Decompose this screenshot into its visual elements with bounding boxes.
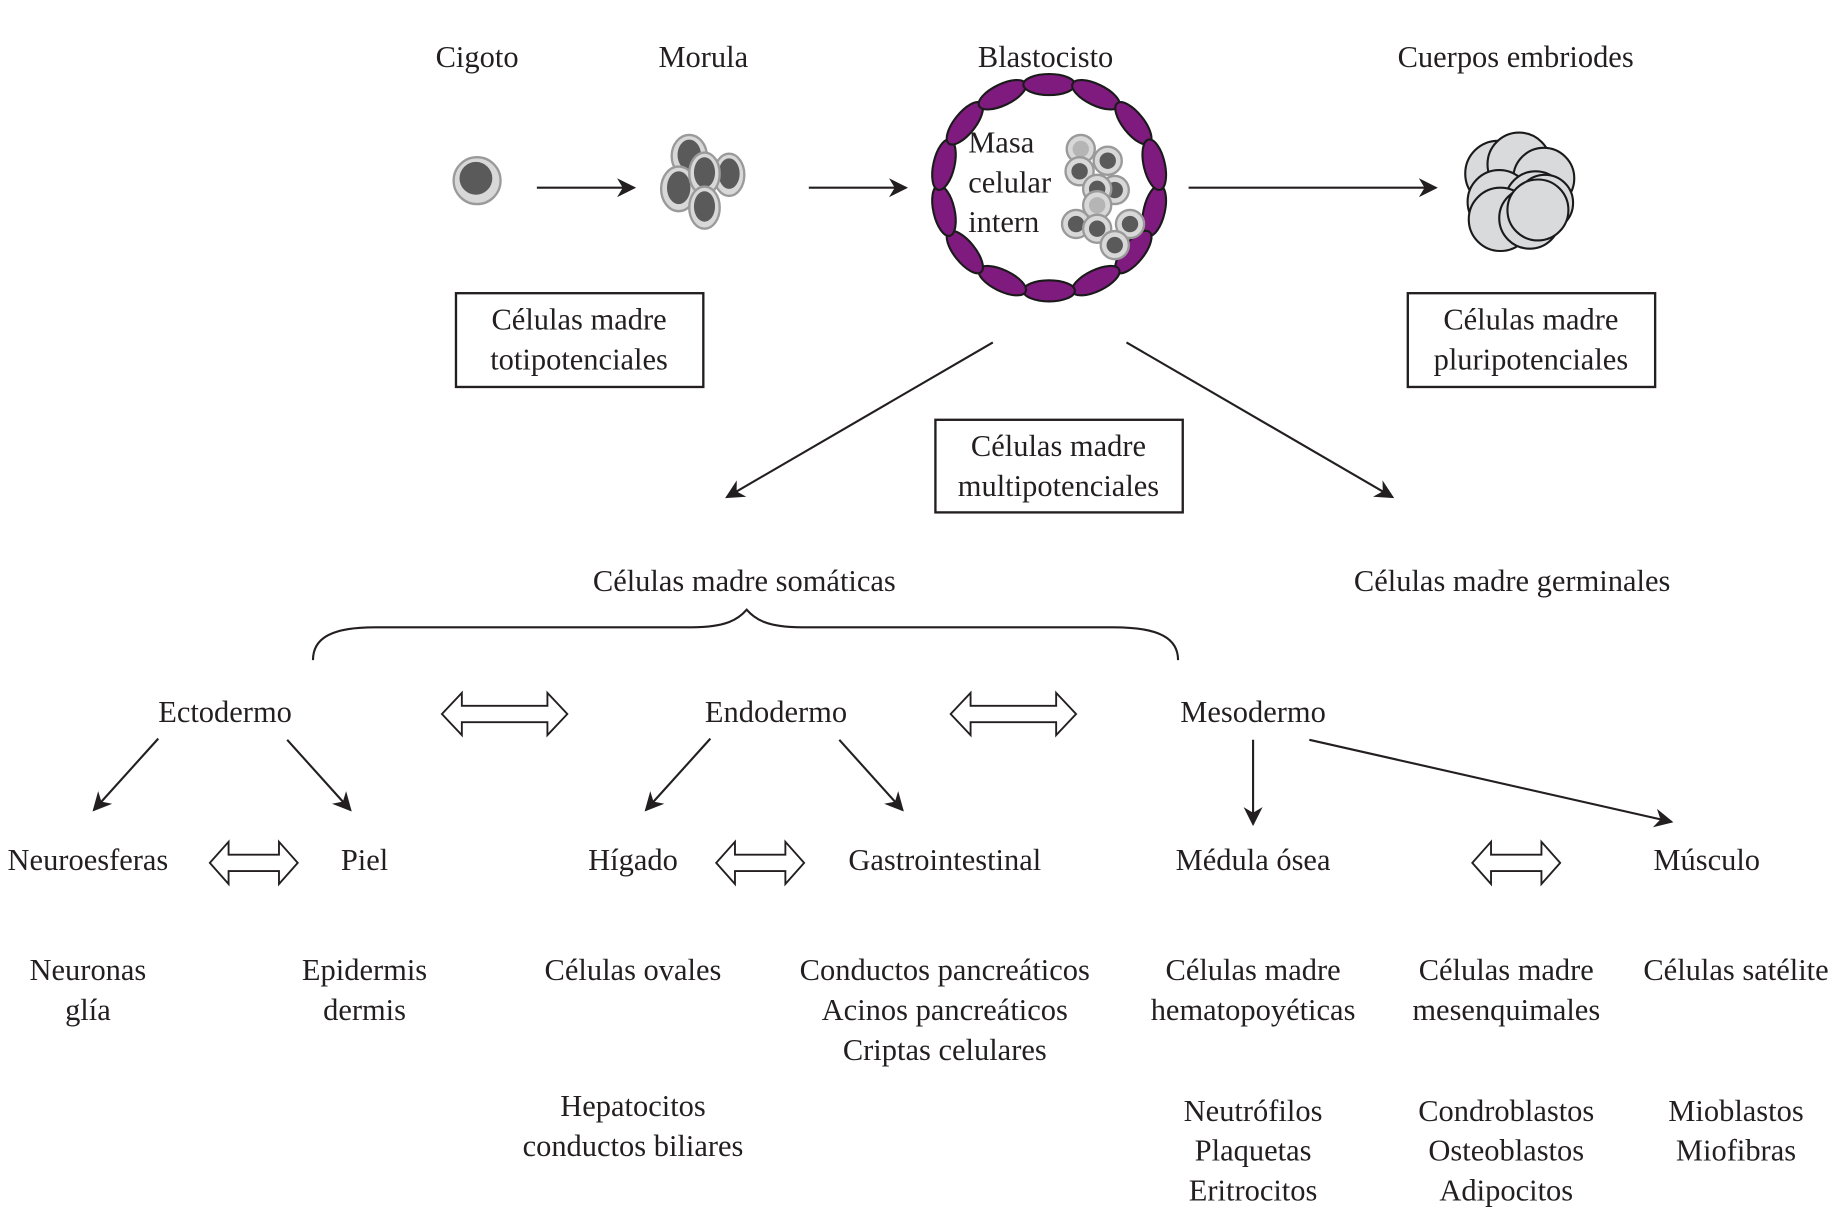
svg-text:Células madre: Células madre (1419, 953, 1594, 987)
svg-text:Acinos pancreáticos: Acinos pancreáticos (822, 993, 1068, 1027)
svg-text:Células madre: Células madre (1166, 953, 1341, 987)
svg-text:Hepatocitos: Hepatocitos (560, 1089, 706, 1123)
label-liver: Hígado (588, 843, 678, 877)
zygote-icon (452, 156, 502, 206)
svg-text:Células ovales: Células ovales (545, 953, 722, 987)
svg-text:Células madre: Células madre (491, 303, 666, 337)
double-arrow-endo-meso-icon (949, 690, 1078, 738)
label-endoderm: Endodermo (705, 695, 847, 729)
svg-text:Eritrocitos: Eritrocitos (1189, 1173, 1318, 1207)
label-bone-marrow: Médula ósea (1176, 843, 1331, 877)
stem-skin: Epidermis dermis (302, 953, 427, 1027)
arrow-ecto-to-skin (286, 739, 352, 812)
stem-mesenchymal: Células madre mesenquimales (1412, 953, 1600, 1027)
trophoblast-cell (1071, 264, 1121, 297)
trophoblast-cell (931, 184, 957, 237)
arrow-ecto-to-neuro (92, 737, 160, 812)
label-inner-mass-3: intern (968, 205, 1039, 239)
label-inner-mass-1: Masa (968, 126, 1034, 160)
svg-text:Neutrófilos: Neutrófilos (1184, 1094, 1323, 1128)
trophoblast-cell (977, 79, 1028, 111)
stem-liver: Células ovales (545, 953, 722, 987)
inner-cell-mass-icon (1060, 133, 1146, 261)
svg-text:Plaquetas: Plaquetas (1195, 1134, 1312, 1168)
somatic-brace (311, 608, 1180, 661)
label-germinal: Células madre germinales (1354, 564, 1670, 598)
morula-icon (659, 133, 746, 230)
label-inner-mass-2: celular (968, 165, 1051, 199)
svg-text:Condroblastos: Condroblastos (1418, 1094, 1594, 1128)
svg-text:multipotenciales: multipotenciales (958, 469, 1159, 503)
svg-text:mesenquimales: mesenquimales (1412, 993, 1600, 1027)
trophoblast-cell (1022, 72, 1076, 97)
svg-text:glía: glía (65, 993, 111, 1027)
embryoid-bodies-icon (1464, 131, 1576, 253)
arrow-to-germinal (1125, 341, 1395, 499)
svg-text:hematopoyéticas: hematopoyéticas (1151, 993, 1356, 1027)
pluripotent-box: Células madre pluripotenciales (1406, 292, 1657, 389)
trophoblast-cell (1022, 279, 1076, 303)
svg-text:pluripotenciales: pluripotenciales (1434, 342, 1629, 376)
stem-satellite: Células satélite (1643, 953, 1828, 987)
svg-text:Mioblastos: Mioblastos (1668, 1094, 1803, 1128)
label-ectoderm: Ectodermo (158, 695, 292, 729)
svg-text:Epidermis: Epidermis (302, 953, 427, 987)
label-zygote: Cigoto (436, 40, 519, 74)
svg-text:Osteoblastos: Osteoblastos (1428, 1134, 1584, 1168)
label-blastocyst: Blastocisto (978, 40, 1113, 74)
blastocyst-icon: Masa celular intern (931, 72, 1168, 303)
label-muscle: Músculo (1653, 843, 1760, 877)
derived-satellite: Mioblastos Miofibras (1668, 1094, 1803, 1168)
svg-text:Conductos pancreáticos: Conductos pancreáticos (800, 953, 1090, 987)
double-arrow-marrow-muscle-icon (1471, 839, 1562, 887)
arrow-to-somatic (725, 341, 994, 499)
label-morula: Morula (658, 40, 748, 74)
label-mesoderm: Mesodermo (1180, 695, 1326, 729)
svg-text:Adipocitos: Adipocitos (1439, 1173, 1573, 1207)
multipotent-box: Células madre multipotenciales (934, 418, 1184, 514)
trophoblast-cell (1141, 138, 1168, 192)
label-embryoid-bodies: Cuerpos embriodes (1398, 40, 1634, 74)
label-somatic: Células madre somáticas (593, 564, 896, 598)
svg-text:Neuronas: Neuronas (30, 953, 147, 987)
stem-neuro: Neuronas glía (30, 953, 147, 1027)
arrow-endo-to-liver (644, 737, 712, 812)
double-arrow-neuro-skin-icon (208, 839, 299, 887)
label-skin: Piel (341, 843, 388, 877)
stem-gi: Conductos pancreáticos Acinos pancreátic… (800, 953, 1090, 1067)
svg-text:conductos biliares: conductos biliares (523, 1129, 744, 1163)
totipotent-box: Células madre totipotenciales (454, 292, 705, 389)
label-gastrointestinal: Gastrointestinal (848, 843, 1041, 877)
stem-hematopoietic: Células madre hematopoyéticas (1151, 953, 1356, 1027)
arrow-endo-to-gi (838, 739, 904, 812)
arrow-meso-to-muscle (1309, 738, 1674, 828)
double-arrow-liver-gi-icon (714, 839, 806, 887)
svg-text:dermis: dermis (323, 993, 406, 1027)
svg-text:Células satélite: Células satélite (1643, 953, 1828, 987)
trophoblast-cell (931, 138, 957, 192)
svg-text:Células madre: Células madre (971, 429, 1146, 463)
svg-text:Células madre: Células madre (1443, 303, 1618, 337)
svg-text:Miofibras: Miofibras (1676, 1134, 1796, 1168)
svg-text:Criptas celulares: Criptas celulares (843, 1033, 1047, 1067)
label-neurospheres: Neuroesferas (8, 843, 169, 877)
derived-mesenchymal: Condroblastos Osteoblastos Adipocitos (1418, 1094, 1594, 1208)
derived-hematopoietic: Neutrófilos Plaquetas Eritrocitos (1184, 1094, 1323, 1208)
svg-text:totipotenciales: totipotenciales (490, 342, 668, 376)
derived-liver: Hepatocitos conductos biliares (523, 1089, 744, 1163)
double-arrow-ecto-endo-icon (440, 690, 569, 738)
